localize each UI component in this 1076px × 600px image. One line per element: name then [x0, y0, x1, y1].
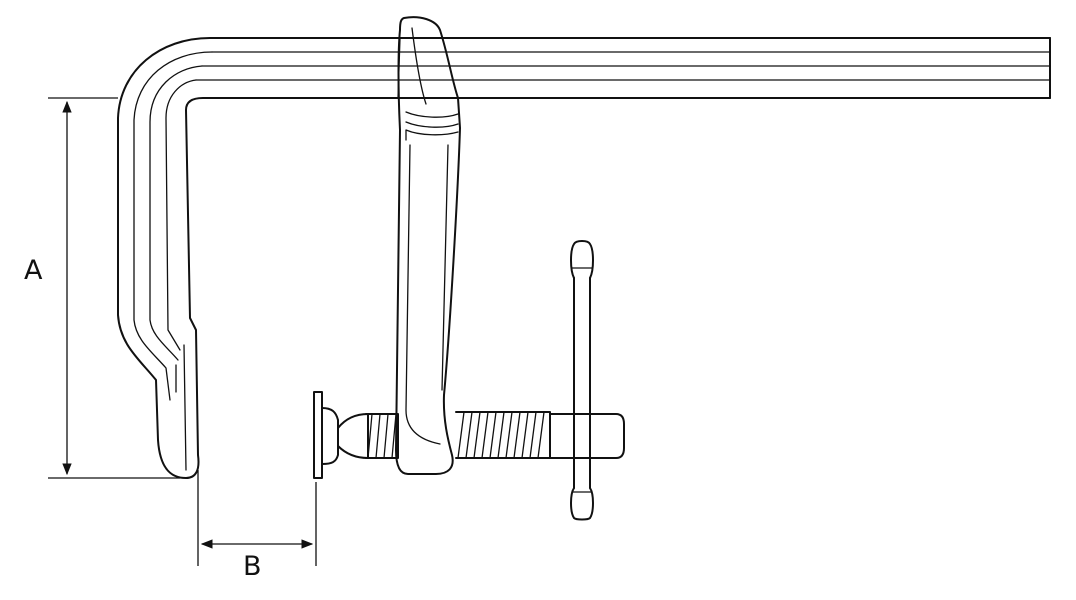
fixed-jaw-frame: [117, 37, 1051, 479]
dimension-a: A: [24, 97, 180, 479]
dimension-b-label: B: [243, 551, 262, 582]
dimension-b: B: [197, 470, 317, 582]
sliding-arm: [395, 16, 461, 475]
dimension-a-label: A: [24, 255, 43, 286]
screw-assembly: [313, 240, 625, 521]
